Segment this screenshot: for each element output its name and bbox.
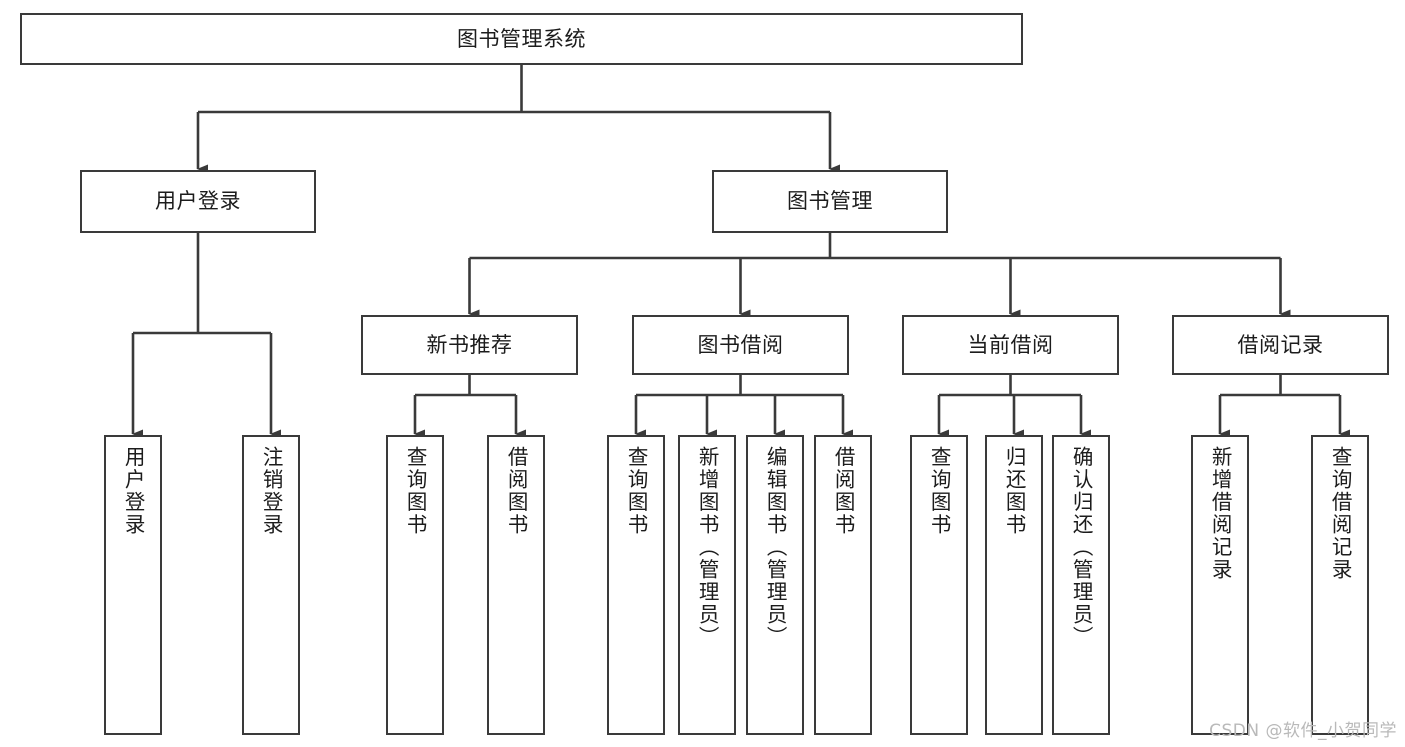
leaf-borrow-query-book[interactable]: 查询图书	[607, 435, 665, 735]
node-root-label: 图书管理系统	[457, 26, 586, 51]
node-book-manage-label: 图书管理	[787, 189, 873, 214]
leaf-record-query-label: 查询借阅记录	[1328, 446, 1353, 581]
leaf-current-confirm-return[interactable]: 确认归还（管理员）	[1052, 435, 1110, 735]
leaf-borrow-add-book[interactable]: 新增图书（管理员）	[678, 435, 736, 735]
leaf-current-query-book-label: 查询图书	[927, 446, 952, 536]
leaf-current-query-book[interactable]: 查询图书	[910, 435, 968, 735]
leaf-borrow-edit-book[interactable]: 编辑图书（管理员）	[746, 435, 804, 735]
node-current-borrow-label: 当前借阅	[967, 332, 1054, 357]
node-current-borrow[interactable]: 当前借阅	[902, 315, 1119, 375]
node-book-borrow-label: 图书借阅	[697, 332, 784, 357]
leaf-record-query[interactable]: 查询借阅记录	[1311, 435, 1369, 735]
leaf-recommend-borrow-book[interactable]: 借阅图书	[487, 435, 545, 735]
node-user-login[interactable]: 用户登录	[80, 170, 316, 233]
leaf-record-add-label: 新增借阅记录	[1208, 446, 1233, 581]
node-user-login-label: 用户登录	[155, 189, 241, 214]
leaf-user-logout[interactable]: 注销登录	[242, 435, 300, 735]
node-borrow-record-label: 借阅记录	[1237, 332, 1324, 357]
leaf-current-return-book-label: 归还图书	[1002, 446, 1027, 536]
leaf-current-confirm-return-label: 确认归还（管理员）	[1069, 446, 1094, 649]
leaf-borrow-borrow-book-label: 借阅图书	[831, 446, 856, 536]
node-book-manage[interactable]: 图书管理	[712, 170, 948, 233]
leaf-record-add[interactable]: 新增借阅记录	[1191, 435, 1249, 735]
leaf-recommend-query-book-label: 查询图书	[403, 446, 428, 536]
node-new-book-recommend[interactable]: 新书推荐	[361, 315, 578, 375]
leaf-borrow-edit-book-label: 编辑图书（管理员）	[763, 446, 788, 649]
leaf-borrow-add-book-label: 新增图书（管理员）	[695, 446, 720, 649]
leaf-user-login-label: 用户登录	[121, 446, 146, 536]
node-new-book-recommend-label: 新书推荐	[426, 332, 513, 357]
leaf-user-login[interactable]: 用户登录	[104, 435, 162, 735]
leaf-current-return-book[interactable]: 归还图书	[985, 435, 1043, 735]
leaf-recommend-query-book[interactable]: 查询图书	[386, 435, 444, 735]
node-borrow-record[interactable]: 借阅记录	[1172, 315, 1389, 375]
node-root[interactable]: 图书管理系统	[20, 13, 1023, 65]
leaf-user-logout-label: 注销登录	[259, 446, 284, 536]
leaf-recommend-borrow-book-label: 借阅图书	[504, 446, 529, 536]
node-book-borrow[interactable]: 图书借阅	[632, 315, 849, 375]
leaf-borrow-query-book-label: 查询图书	[624, 446, 649, 536]
leaf-borrow-borrow-book[interactable]: 借阅图书	[814, 435, 872, 735]
